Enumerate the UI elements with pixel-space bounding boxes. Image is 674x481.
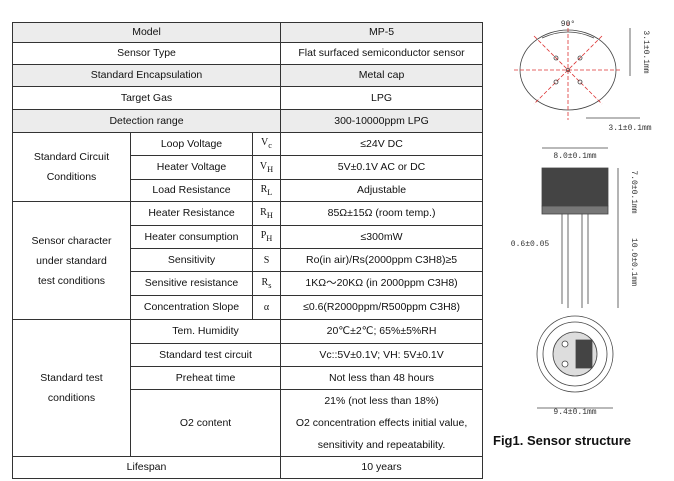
param-name: Standard test circuit (129, 343, 282, 367)
param-symbol: α (251, 295, 282, 320)
figure-caption: Fig1. Sensor structure (493, 433, 631, 448)
encapsulation-label: Standard Encapsulation (11, 64, 282, 87)
detection-range-value: 300-10000ppm LPG (280, 109, 484, 133)
param-symbol: Rs (251, 271, 282, 296)
sensor-type-label: Sensor Type (11, 42, 282, 65)
param-symbol: RL (251, 179, 282, 202)
group-line: conditions (47, 392, 96, 404)
sensor-structure-drawing: 90° 3.1±0.1mm 3.1±0.1mm 8.0±0.1mm 7.0±0.… (511, 20, 652, 417)
bottom-view (536, 315, 614, 409)
spec-table: Model MP-5 Sensor Type Flat surfaced sem… (11, 22, 484, 479)
sensor-type-value: Flat surfaced semiconductor sensor (280, 42, 484, 65)
pin-dia-dim: 0.6±0.05 (511, 240, 550, 249)
detection-range-label: Detection range (11, 109, 282, 133)
target-gas-label: Target Gas (11, 86, 282, 110)
circuit-group-label: Standard Circuit Conditions (12, 132, 131, 202)
param-value: Vc::5V±0.1V; VH: 5V±0.1V (280, 343, 484, 367)
group-line: Sensor character (31, 234, 112, 247)
group-line: Conditions (46, 171, 97, 183)
o2-value: 21% (not less than 18%) O2 concentration… (280, 389, 484, 457)
test-group-label: Standard test conditions (12, 319, 131, 457)
top-view (514, 22, 640, 120)
param-value: 5V±0.1V AC or DC (280, 155, 484, 180)
lifespan-label: Lifespan (11, 456, 282, 479)
model-label: Model (11, 22, 282, 43)
table-row: Target Gas LPG (11, 86, 484, 110)
param-name: Heater Resistance (130, 201, 253, 226)
table-row: Preheat time Not less than 48 hours (13, 366, 484, 390)
param-value: ≤24V DC (280, 132, 484, 156)
o2-label: O2 content (129, 389, 282, 457)
param-symbol: VH (251, 155, 282, 180)
o2-line: O2 concentration effects initial value, (295, 417, 468, 429)
angle-dim: 90° (561, 20, 575, 29)
param-value: ≤300mW (280, 225, 484, 249)
o2-line: sensitivity and repeatability. (317, 439, 446, 451)
table-row: Heater consumption PH ≤300mW (13, 225, 484, 249)
param-value: 1KΩ～20KΩ (in 2000ppm C3H8) (280, 271, 484, 296)
o2-line: 21% (not less than 18%) (324, 395, 439, 407)
table-row: Concentration Slope α ≤0.6(R2000ppm/R500… (13, 295, 484, 320)
param-value: 20℃±2℃; 65%±5%RH (280, 319, 484, 344)
table-row: Sensitive resistance Rs 1KΩ～20KΩ (in 200… (13, 271, 484, 296)
param-name: Loop Voltage (130, 132, 253, 156)
param-name: Sensitive resistance (130, 271, 253, 296)
param-symbol: S (251, 248, 282, 272)
table-row: Lifespan 10 years (11, 456, 484, 479)
encapsulation-value: Metal cap (280, 64, 484, 87)
param-value: ≤0.6(R2000ppm/R500ppm C3H8) (280, 295, 484, 320)
target-gas-value: LPG (280, 86, 484, 110)
model-value: MP-5 (280, 22, 484, 43)
param-value: Ro(in air)/Rs(2000ppm C3H8)≥5 (280, 248, 484, 272)
base-dia-dim: 9.4±0.1mm (553, 408, 596, 417)
table-row: Detection range 300-10000ppm LPG (11, 109, 484, 133)
table-row: O2 content 21% (not less than 18%) O2 co… (13, 389, 484, 457)
character-group-label: Sensor character under standard test con… (12, 201, 131, 320)
param-name: Heater Voltage (130, 155, 253, 180)
side-view (541, 147, 619, 308)
pin-length-dim: 10.0±0.1mm (629, 238, 638, 286)
group-line: Standard Circuit (33, 151, 110, 163)
group-line: under standard (36, 254, 107, 267)
param-value: Adjustable (280, 179, 484, 202)
table-row: Sensitivity S Ro(in air)/Rs(2000ppm C3H8… (13, 248, 484, 272)
param-value: 85Ω±15Ω (room temp.) (280, 201, 484, 226)
table-row: Sensor character under standard test con… (12, 201, 484, 320)
param-symbol: RH (251, 201, 282, 226)
group-line: Standard test (40, 372, 103, 384)
table-row: Heater Voltage VH 5V±0.1V AC or DC (13, 155, 484, 180)
param-name: Tem. Humidity (129, 319, 282, 344)
table-row: Standard test conditions Tem. Humidity 2… (12, 319, 484, 457)
param-name: Heater consumption (130, 225, 253, 249)
param-value: Not less than 48 hours (280, 366, 484, 390)
lifespan-value: 10 years (280, 456, 484, 479)
param-name: Load Resistance (130, 179, 253, 202)
pitch-dim: 3.1±0.1mm (608, 124, 651, 133)
cap-height-dim: 7.0±0.1mm (629, 170, 638, 213)
table-row: Standard Circuit Conditions Loop Voltage… (12, 132, 484, 202)
table-row: Standard Encapsulation Metal cap (11, 64, 484, 87)
param-name: Preheat time (129, 366, 282, 390)
group-line: test conditions (37, 274, 106, 287)
param-symbol: PH (251, 225, 282, 249)
table-row: Standard test circuit Vc::5V±0.1V; VH: 5… (13, 343, 484, 367)
cap-width-dim: 8.0±0.1mm (553, 152, 596, 161)
param-name: Concentration Slope (130, 295, 253, 320)
param-name: Sensitivity (130, 248, 253, 272)
table-row: Model MP-5 (11, 22, 484, 43)
pin-gap-dim: 3.1±0.1mm (641, 30, 650, 73)
table-row: Sensor Type Flat surfaced semiconductor … (11, 42, 484, 65)
param-symbol: Vc (251, 132, 282, 156)
